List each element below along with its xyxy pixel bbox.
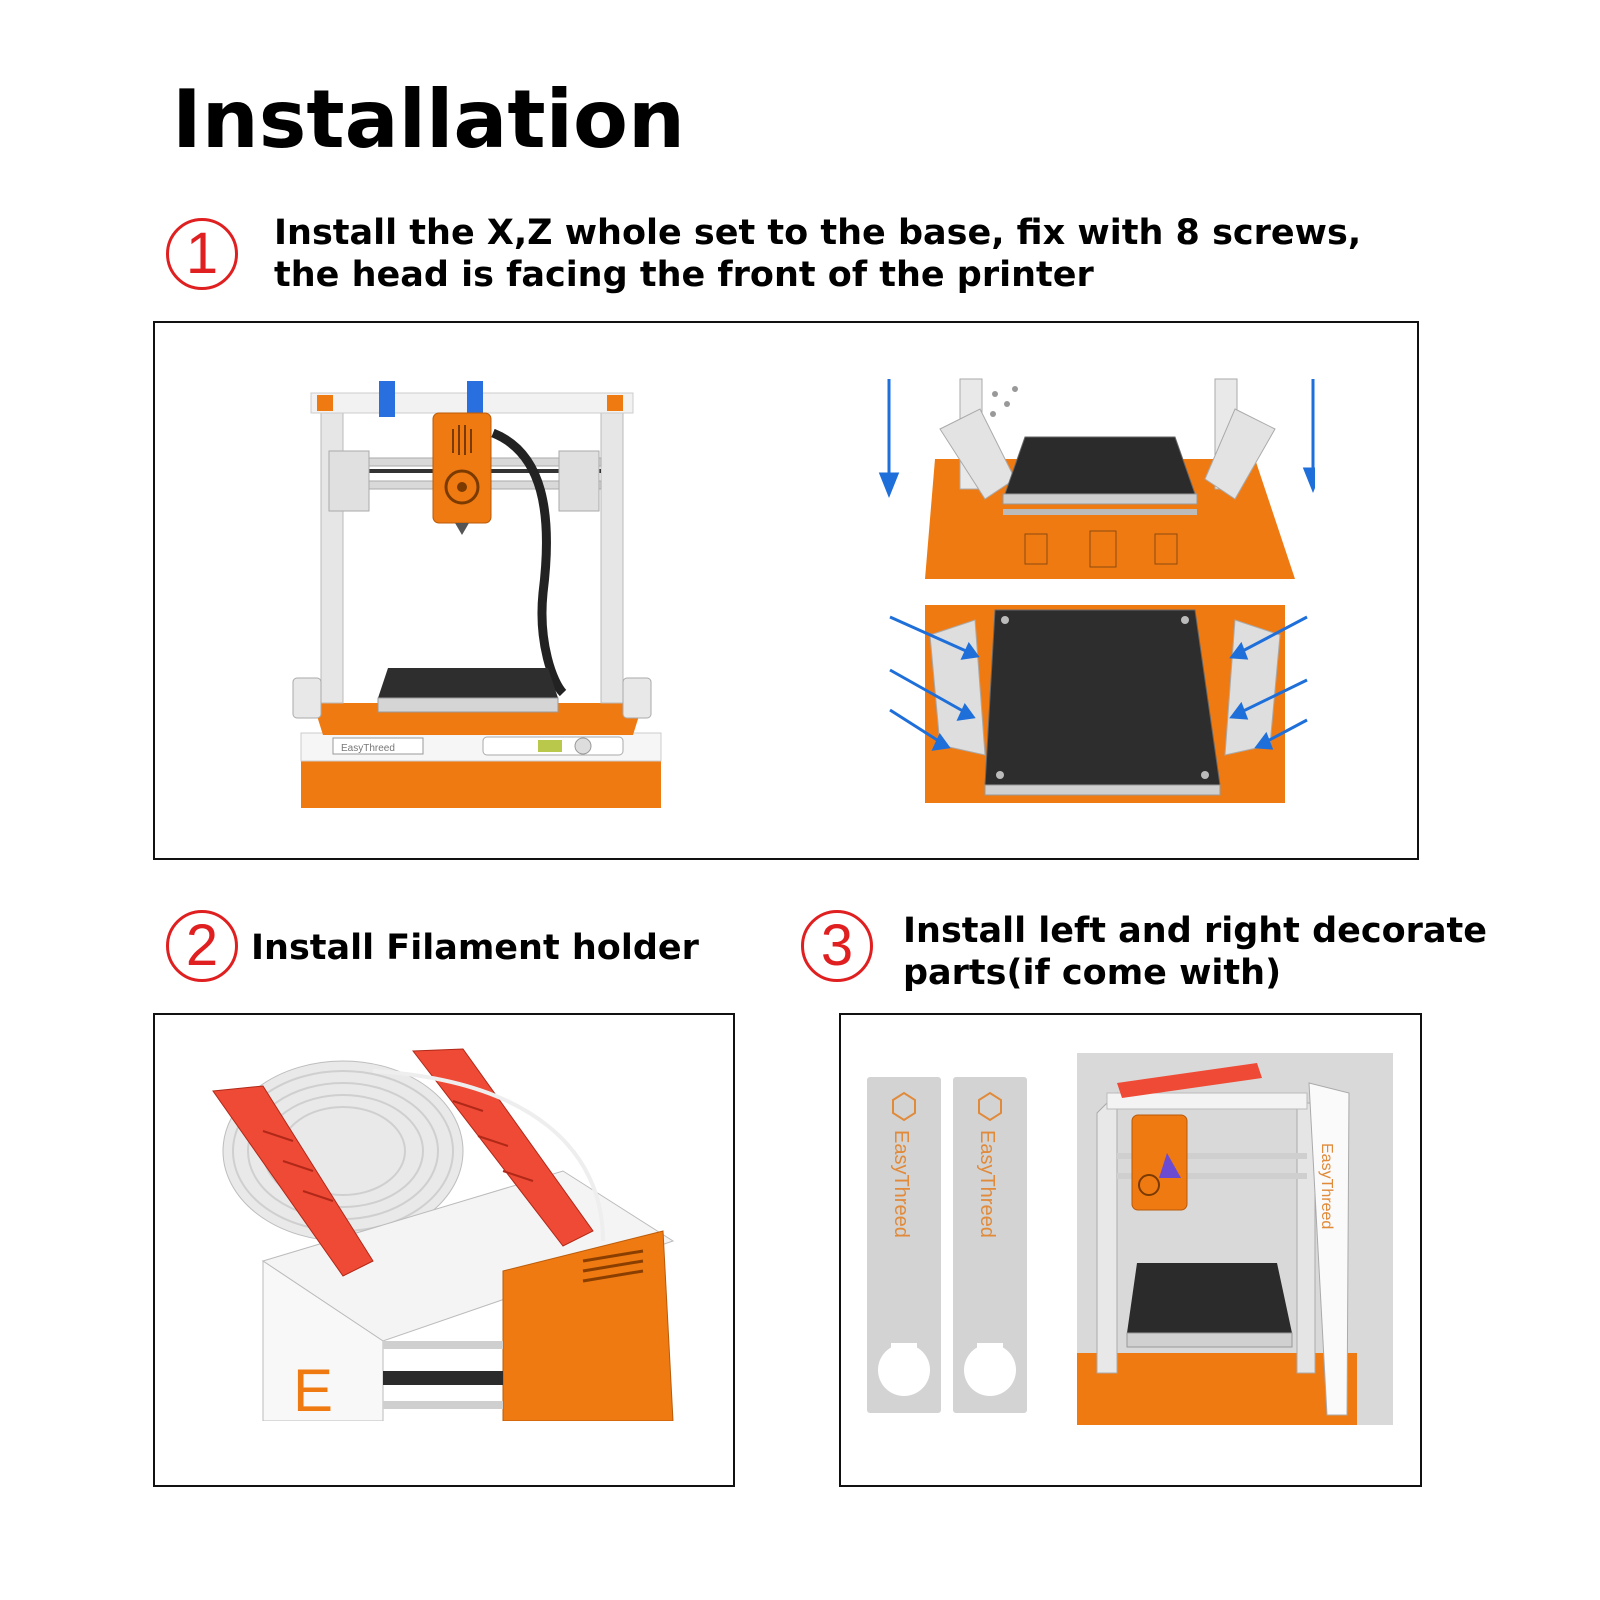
step-1-line-2: the head is facing the front of the prin… (274, 255, 1094, 295)
holder-brand-letter: E (293, 1357, 333, 1421)
step-1-instructions: Install the X,Z whole set to the base, f… (274, 212, 1361, 296)
step-2-line-1: Install Filament holder (251, 928, 699, 968)
frame-lowering-detail (878, 378, 1315, 579)
left-strip-brand: EasyThreed (890, 1130, 912, 1238)
assembled-printer-illustration: EasyThreed (292, 381, 662, 808)
screw-points-detail (889, 605, 1308, 803)
step-3-number-badge: 3 (801, 910, 873, 982)
step-1-image-frame: EasyThreed (153, 321, 1419, 860)
right-strip-brand: EasyThreed (976, 1130, 998, 1238)
printer-with-decorate-parts: EasyThreed (1077, 1053, 1393, 1425)
step-2-number-badge: 2 (166, 910, 238, 982)
step-3-instructions: Install left and right decorate parts(if… (903, 910, 1487, 994)
decorative-strips-illustration: EasyThreed EasyThreed (867, 1077, 1027, 1413)
filament-holder-illustration: E (212, 1048, 675, 1421)
base-brand-label: EasyThreed (341, 743, 395, 754)
frame-brand: EasyThreed (1318, 1143, 1335, 1229)
step-3-line-1: Install left and right decorate (903, 911, 1488, 951)
step-1-line-1: Install the X,Z whole set to the base, f… (274, 213, 1362, 253)
page-title: Installation (172, 73, 685, 166)
step-1-number-badge: 1 (166, 218, 238, 290)
step-3-image-frame: EasyThreed EasyThreed EasyThreed (839, 1013, 1422, 1487)
step-3-line-2: parts(if come with) (903, 953, 1282, 993)
step-2-instructions: Install Filament holder (251, 927, 699, 969)
step-2-image-frame: E (153, 1013, 735, 1487)
